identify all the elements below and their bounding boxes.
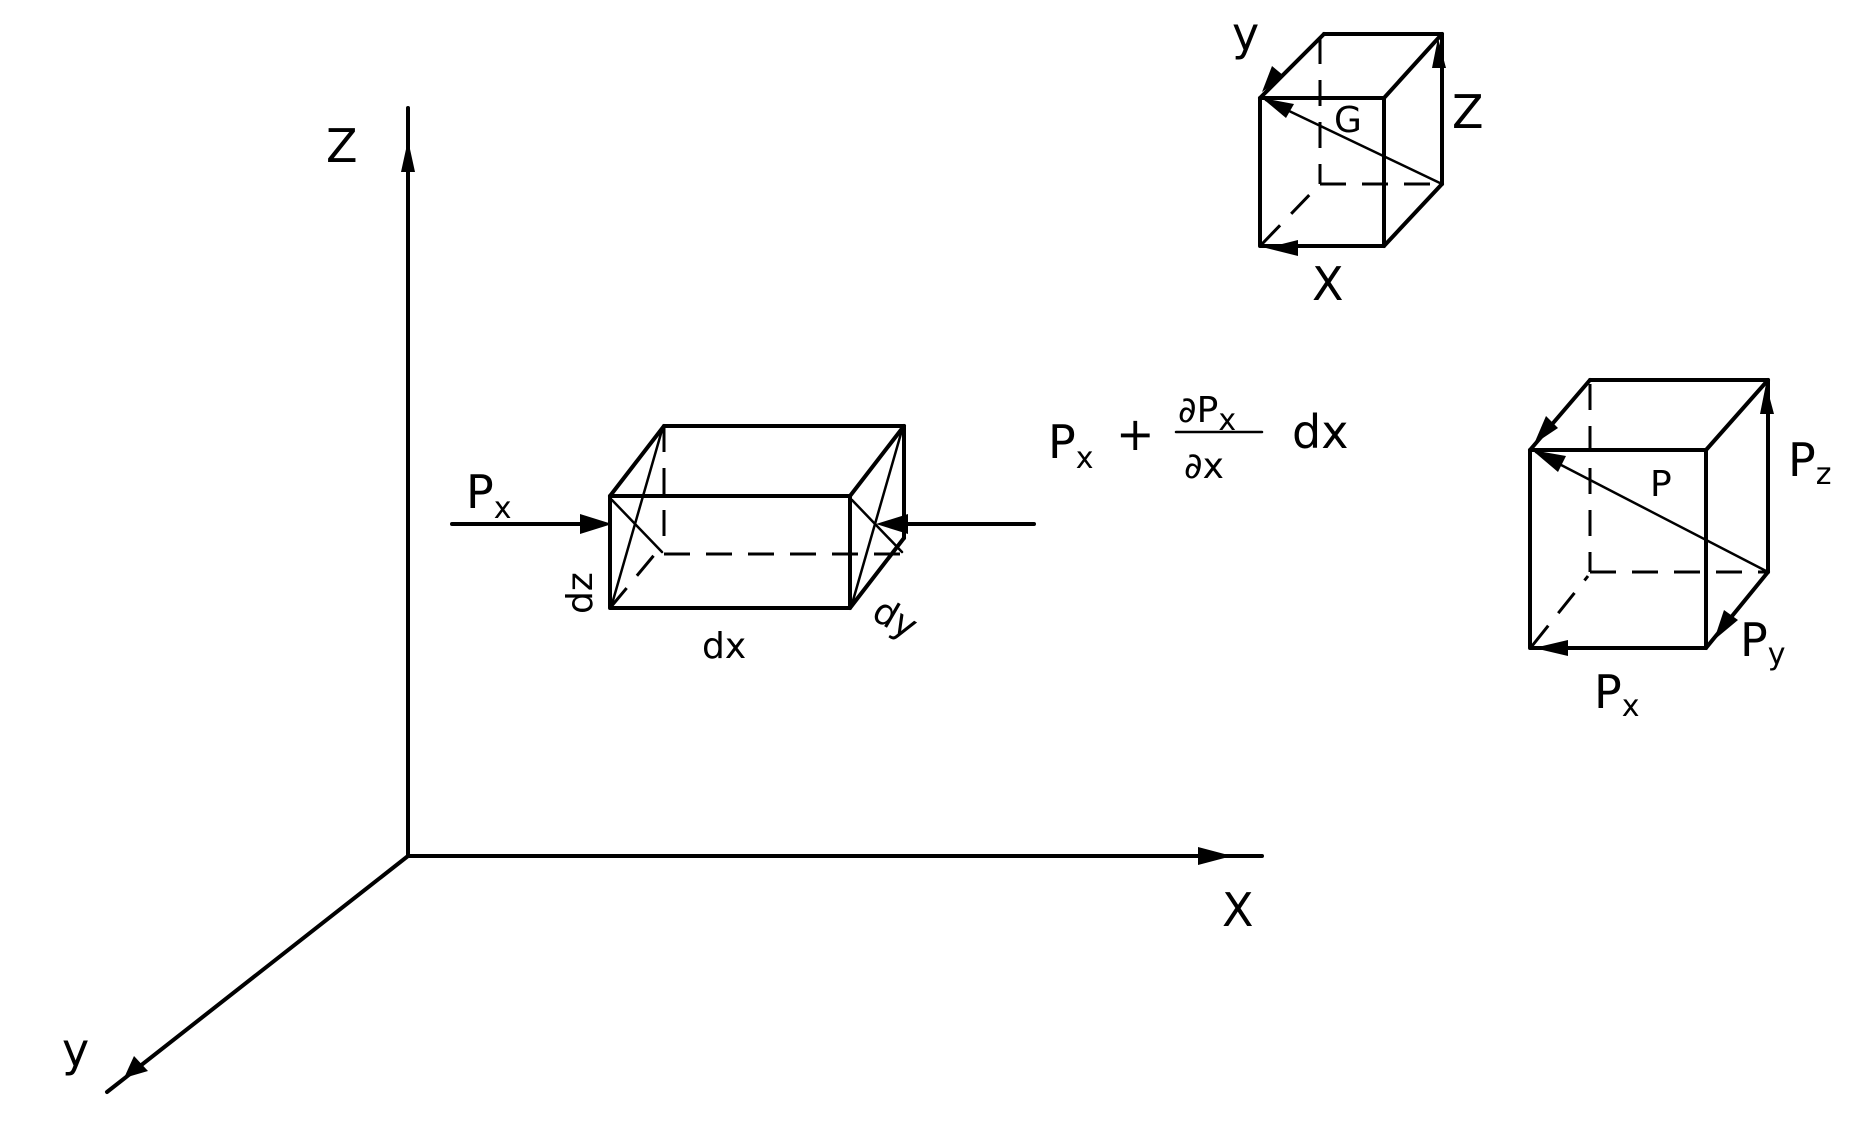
force-right-plus: + — [1116, 407, 1155, 461]
main-axes: Z X y — [62, 106, 1264, 1094]
element-edge — [608, 424, 666, 498]
force-right-numerator: ∂Px — [1178, 390, 1236, 438]
z-axis-label: Z — [326, 119, 358, 173]
pressure-cube-front-face — [1528, 448, 1708, 650]
element-face-diagonal — [850, 498, 904, 554]
force-px-dx-arrowhead — [876, 514, 908, 534]
dy-label: dy — [866, 590, 925, 648]
gravity-cube-z-label: Z — [1452, 85, 1484, 139]
gravity-z-arrowhead — [1432, 38, 1446, 68]
force-right-denominator: ∂x — [1184, 446, 1224, 487]
gravity-cube-x-label: X — [1312, 257, 1344, 311]
force-px-arrowhead — [580, 514, 612, 534]
force-right-dx: dx — [1292, 405, 1348, 459]
element-edge — [848, 536, 906, 610]
element-forces — [450, 514, 1036, 534]
x-axis-label: X — [1222, 883, 1254, 937]
pressure-top-arrowhead — [1534, 416, 1558, 444]
pressure-py-arrowhead — [1714, 610, 1738, 640]
dx-label: dx — [702, 626, 746, 667]
fluid-element — [608, 424, 906, 610]
gravity-cube-edge — [1382, 32, 1444, 100]
pressure-resultant-label: P — [1650, 464, 1672, 505]
pressure-cube-edge — [1704, 378, 1770, 452]
element-face-diagonal — [610, 498, 664, 554]
gravity-cube-edge — [1382, 182, 1444, 248]
gravity-resultant-line — [1264, 98, 1444, 186]
dz-label: dz — [560, 572, 601, 614]
y-axis — [105, 854, 410, 1094]
y-axis-label: y — [62, 1023, 89, 1077]
pressure-py-label: Py — [1740, 613, 1786, 672]
force-right-p: Px — [1048, 415, 1094, 476]
pressure-cube-hidden-edge — [1530, 575, 1590, 647]
x-axis-arrowhead — [1198, 847, 1232, 865]
element-front-face — [608, 494, 852, 610]
pressure-pz-label: Pz — [1788, 433, 1832, 492]
force-px-plus-gradient-label: Px + ∂Px ∂x dx — [1048, 390, 1348, 487]
gravity-cube-edge — [1258, 32, 1326, 100]
pressure-px-label: Px — [1594, 665, 1640, 724]
pressure-px-arrowhead — [1534, 640, 1568, 656]
gravity-cube-front-face — [1258, 96, 1386, 248]
gravity-cube-hidden-edge — [1260, 184, 1320, 246]
element-labels: Px dx dy dz Px + ∂Px ∂x dx — [466, 390, 1348, 667]
element-face-diagonal — [610, 428, 664, 606]
gravity-resultant-arrowhead — [1262, 98, 1294, 118]
gravity-cube: y Z X G — [1232, 7, 1484, 311]
force-px-label: Px — [466, 465, 512, 526]
gravity-cube-y-label: y — [1232, 7, 1259, 61]
gravity-label: G — [1334, 100, 1362, 141]
element-face-diagonal — [850, 428, 904, 606]
z-axis-arrowhead — [401, 140, 415, 172]
pressure-cube: P Pz Py Px — [1528, 378, 1832, 724]
gravity-y-arrowhead — [1262, 66, 1284, 92]
y-axis-arrowhead — [124, 1056, 148, 1078]
element-edge — [848, 424, 906, 498]
pressure-pz-arrowhead — [1760, 384, 1774, 414]
pressure-resultant-line — [1534, 450, 1770, 574]
pressure-resultant-arrowhead — [1532, 450, 1566, 472]
element-hidden-edge — [608, 547, 662, 609]
gravity-x-arrowhead — [1266, 240, 1298, 256]
